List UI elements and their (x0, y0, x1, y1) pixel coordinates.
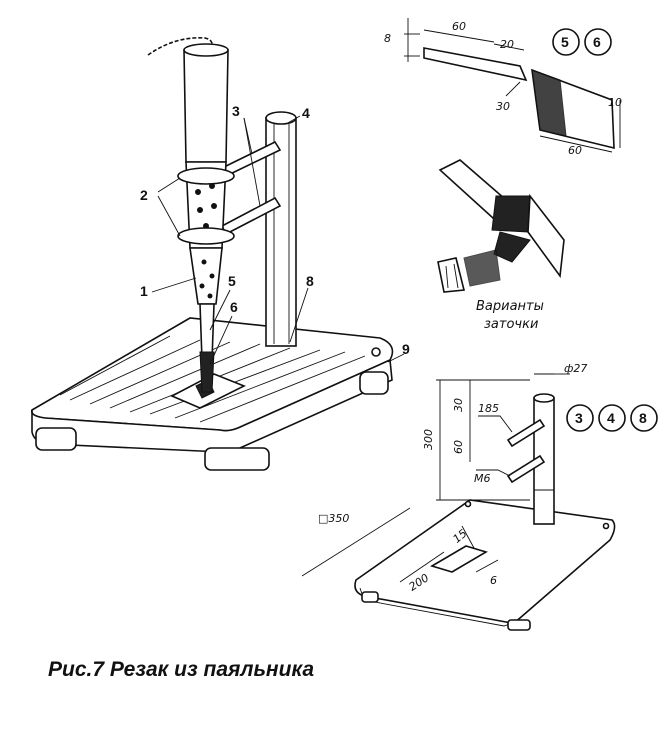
circle-ref-8: 8 (639, 410, 647, 426)
dim-M6: М6 (474, 472, 491, 485)
circle-ref-4: 4 (607, 410, 615, 426)
dim-60b: 60 (568, 144, 582, 157)
dim-8: 8 (384, 32, 391, 45)
dim-185: 185 (478, 402, 499, 415)
dim-10: 10 (608, 96, 622, 109)
callout-6: 6 (230, 299, 238, 315)
dim-30: 30 (496, 100, 510, 113)
callout-9: 9 (402, 341, 410, 357)
sharpening-label-1: Варианты (476, 299, 544, 314)
circle-ref-6: 6 (593, 34, 601, 50)
dim-60s: 60 (452, 440, 465, 454)
figure-caption: Рис.7 Резак из паяльника (48, 658, 315, 681)
circle-ref-5: 5 (561, 34, 569, 50)
dim-60: 60 (452, 20, 466, 33)
dim-300: 300 (422, 429, 435, 450)
dim-6: 6 (490, 574, 497, 587)
dim-20: 20 (500, 38, 514, 51)
callout-8: 8 (306, 273, 314, 289)
callout-2: 2 (140, 187, 148, 203)
callout-5: 5 (228, 273, 236, 289)
dim-d27: ф27 (564, 362, 587, 375)
callout-3: 3 (232, 103, 240, 119)
column (265, 111, 297, 347)
sharpening-detail: Варианты заточки (437, 159, 565, 332)
main-assembly (30, 37, 394, 471)
sharpening-label-2: заточки (484, 317, 538, 332)
dim-30s: 30 (452, 398, 465, 412)
dim-350: □350 (318, 512, 349, 525)
blade-detail: 8 60 20 30 60 10 5 6 (384, 18, 622, 157)
circle-ref-3: 3 (575, 410, 583, 426)
callouts: 1 2 3 4 5 6 8 9 (140, 103, 410, 365)
callout-4: 4 (302, 105, 310, 121)
callout-1: 1 (140, 283, 148, 299)
stand-detail: 300 30 60 ф27 185 М6 □350 200 15 6 3 4 8 (301, 362, 658, 631)
soldering-iron (147, 37, 235, 393)
